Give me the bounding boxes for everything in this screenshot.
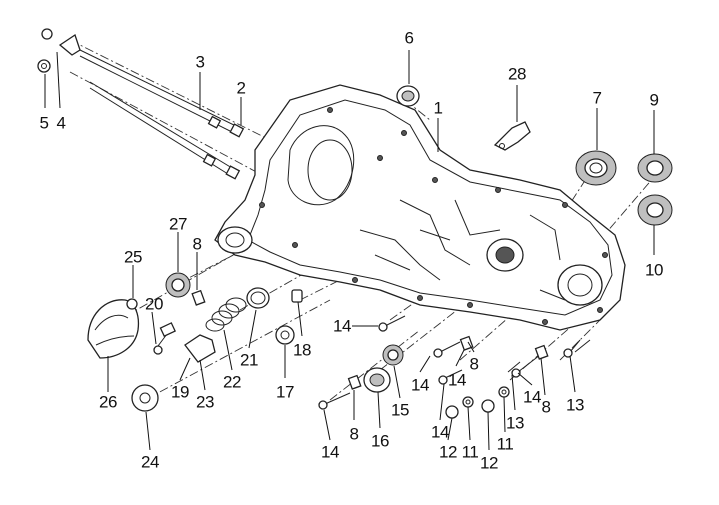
leader-lines [44, 50, 655, 451]
callout-11: 11 [461, 442, 479, 462]
callout-13: 13 [566, 395, 584, 415]
bearing-10 [637, 194, 673, 226]
callout-18: 18 [293, 340, 311, 360]
callout-8: 8 [469, 354, 479, 374]
callout-13: 13 [506, 413, 524, 433]
callout-4: 4 [56, 113, 66, 133]
callout-14: 14 [321, 442, 339, 462]
washers-11 [462, 386, 510, 408]
callout-12: 12 [480, 453, 498, 473]
plug-18 [291, 289, 303, 303]
bearing-7 [575, 150, 617, 186]
callout-9: 9 [649, 90, 659, 110]
callout-3: 3 [195, 52, 205, 72]
washer-24 [131, 384, 159, 412]
callout-22: 22 [223, 372, 241, 392]
bolt-25 [126, 298, 138, 310]
bearing-15 [382, 344, 404, 366]
callout-28: 28 [508, 64, 526, 84]
callout-15: 15 [391, 400, 409, 420]
callout-20: 20 [145, 294, 163, 314]
callout-7: 7 [592, 88, 602, 108]
callout-14: 14 [431, 422, 449, 442]
bolts-14 [318, 315, 581, 410]
callout-14: 14 [523, 387, 541, 407]
callout-1: 1 [433, 98, 443, 118]
bearing-9 [637, 153, 673, 183]
crankcase-cover [214, 84, 626, 331]
dowel-8a [191, 289, 206, 306]
callout-25: 25 [124, 247, 142, 267]
callout-8: 8 [192, 234, 202, 254]
kick-cover-26 [87, 299, 140, 359]
callout-5: 5 [39, 113, 49, 133]
callout-14: 14 [448, 370, 466, 390]
oil-seal-6 [396, 85, 420, 107]
callout-16: 16 [371, 431, 389, 451]
callout-6: 6 [404, 28, 414, 48]
callout-8: 8 [349, 424, 359, 444]
seal-16 [363, 367, 391, 393]
callout-11: 11 [496, 434, 514, 454]
stud-bolts [79, 49, 245, 180]
callout-14: 14 [333, 316, 351, 336]
callout-10: 10 [645, 260, 663, 280]
callout-26: 26 [99, 392, 117, 412]
callout-17: 17 [276, 382, 294, 402]
small-bolt-20 [153, 322, 176, 355]
callout-14: 14 [411, 375, 429, 395]
callout-23: 23 [196, 392, 214, 412]
callout-19: 19 [171, 382, 189, 402]
spring-22 [205, 297, 247, 332]
bearing-27 [165, 272, 191, 298]
callout-12: 12 [439, 442, 457, 462]
callout-21: 21 [240, 350, 258, 370]
dowels-8 [347, 335, 549, 390]
kick-shaft-19 [184, 334, 216, 363]
bolts-13 [507, 339, 591, 373]
clamp-28 [493, 121, 531, 151]
bushing-17 [275, 325, 295, 345]
callout-8: 8 [541, 397, 551, 417]
callout-2: 2 [236, 78, 246, 98]
callout-24: 24 [141, 452, 159, 472]
callout-27: 27 [169, 214, 187, 234]
nut-and-washer [37, 28, 81, 73]
o-ring-21 [246, 287, 270, 309]
